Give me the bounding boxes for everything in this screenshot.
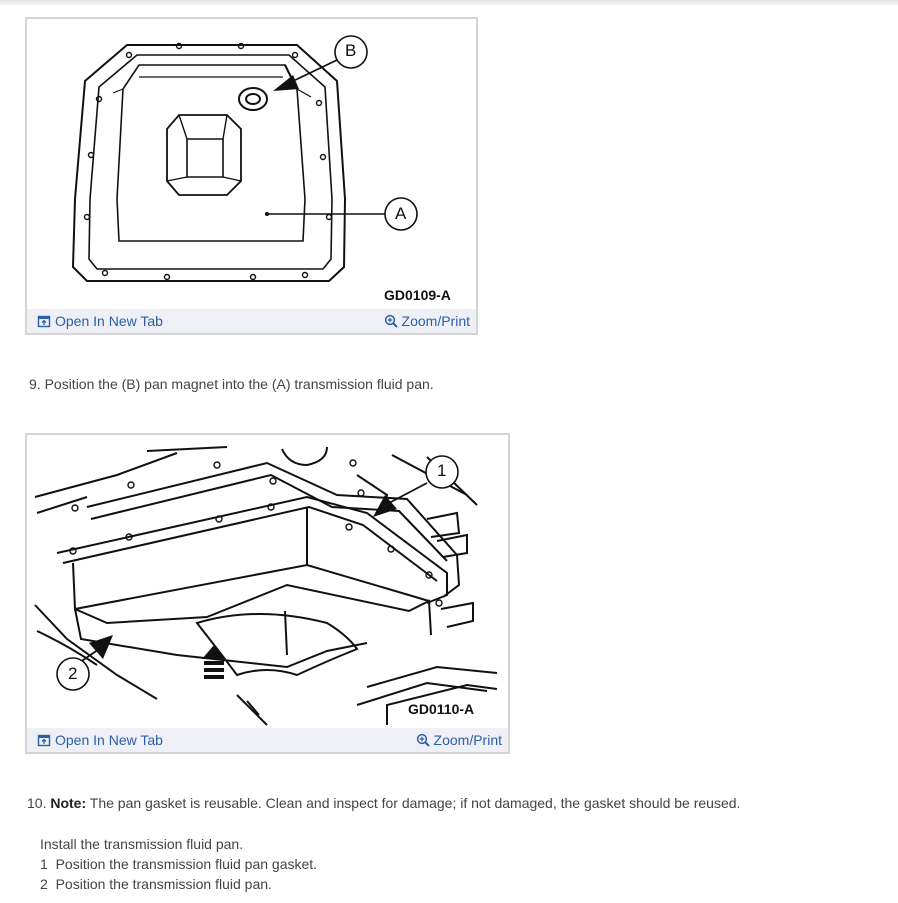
- open-in-new-tab-link[interactable]: Open In New Tab: [37, 313, 163, 329]
- callout-2-label: 2: [68, 664, 78, 683]
- figure-code: GD0109-A: [384, 287, 451, 303]
- substep-number: 2: [40, 876, 48, 892]
- callout-b-label: B: [345, 41, 357, 60]
- zoom-in-icon: [416, 733, 430, 747]
- step-10-number: 10.: [27, 795, 47, 811]
- figure-code: GD0110-A: [408, 701, 475, 717]
- zoom-print-label: Zoom/Print: [401, 313, 470, 329]
- figure-1: B A GD0109-A Open In New Tab Zoom/Print: [25, 17, 478, 335]
- open-in-new-tab-label: Open In New Tab: [55, 732, 163, 748]
- callout-b-circle: [334, 35, 368, 69]
- substep-item: 2 Position the transmission fluid pan.: [40, 876, 272, 892]
- figure-1-toolbar: Open In New Tab Zoom/Print: [27, 309, 476, 333]
- substep-text: Position the transmission fluid pan gask…: [55, 856, 318, 872]
- step-9-text: 9. Position the (B) pan magnet into the …: [29, 376, 434, 392]
- zoom-print-label: Zoom/Print: [433, 732, 502, 748]
- callout-a-circle: [384, 197, 418, 231]
- callout-1-circle: [425, 455, 459, 489]
- open-in-new-tab-link[interactable]: Open In New Tab: [37, 732, 163, 748]
- figure-2-toolbar: Open In New Tab Zoom/Print: [27, 728, 508, 752]
- substep-item: 1 Position the transmission fluid pan ga…: [40, 856, 317, 872]
- pan-installation-diagram: [34, 446, 498, 726]
- zoom-in-icon: [384, 314, 398, 328]
- install-intro: Install the transmission fluid pan.: [40, 836, 244, 852]
- zoom-print-link[interactable]: Zoom/Print: [384, 313, 470, 329]
- transmission-pan-diagram: [71, 35, 418, 282]
- note-text: The pan gasket is reusable. Clean and in…: [89, 795, 741, 811]
- note-label: Note:: [50, 795, 87, 811]
- substep-number: 1: [40, 856, 48, 872]
- callout-1-label: 1: [437, 461, 447, 480]
- step-10-note: 10. Note: The pan gasket is reusable. Cl…: [27, 795, 740, 811]
- zoom-print-link[interactable]: Zoom/Print: [416, 732, 502, 748]
- open-in-new-tab-icon: [37, 315, 51, 328]
- callout-2-circle: [56, 657, 90, 691]
- figure-2: 1 2 GD0110-A Open In New Tab Zoom/Print: [25, 433, 510, 754]
- callout-a-label: A: [395, 204, 407, 223]
- substep-text: Position the transmission fluid pan.: [55, 876, 272, 892]
- open-in-new-tab-label: Open In New Tab: [55, 313, 163, 329]
- open-in-new-tab-icon: [37, 734, 51, 747]
- top-edge: [0, 0, 898, 5]
